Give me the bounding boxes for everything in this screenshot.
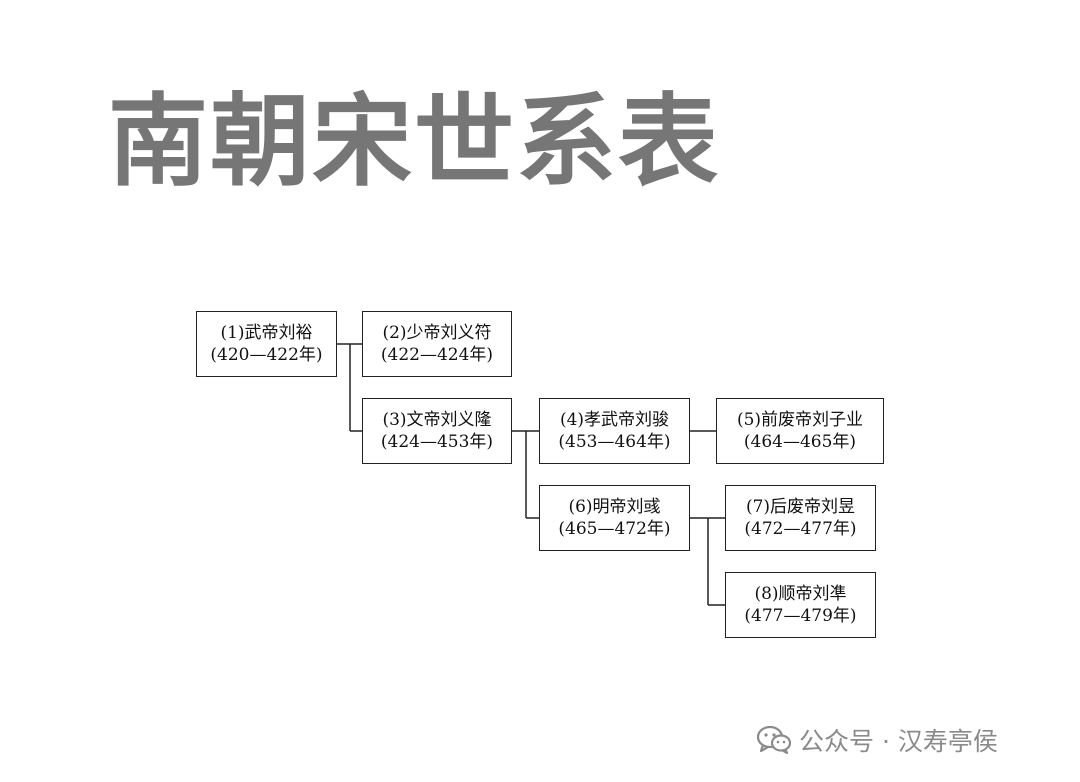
node-name: (2)少帝刘义符 [382, 323, 492, 343]
node-name: (7)后废帝刘昱 [745, 497, 856, 517]
node-years: (465—472年) [558, 519, 671, 539]
node-name: (6)明帝刘彧 [568, 497, 661, 517]
node-name: (4)孝武帝刘骏 [559, 410, 670, 430]
node-years: (424—453年) [380, 432, 494, 452]
node-name: (5)前废帝刘子业 [736, 410, 864, 430]
node-years: (422—424年) [380, 345, 494, 365]
node-mingdi-liuyu: (6)明帝刘彧 (465—472年) [539, 485, 690, 551]
node-name: (1)武帝刘裕 [220, 323, 313, 343]
watermark: 公众号 · 汉寿亭侯 [757, 722, 998, 758]
node-qianfeidi-liuziye: (5)前废帝刘子业 (464—465年) [716, 398, 884, 464]
watermark-text: 公众号 · 汉寿亭侯 [799, 727, 998, 756]
node-wendi-liuyilong: (3)文帝刘义隆 (424—453年) [362, 398, 512, 464]
node-name: (8)顺帝刘凖 [754, 584, 847, 604]
page-title: 南朝宋世系表 [108, 83, 720, 200]
node-name: (3)文帝刘义隆 [382, 410, 492, 430]
node-shundi-liuzhun: (8)顺帝刘凖 (477—479年) [725, 572, 876, 638]
node-years: (420—422年) [210, 345, 323, 365]
node-years: (464—465年) [743, 432, 857, 452]
node-years: (477—479年) [744, 606, 857, 626]
node-wudi-liuyu: (1)武帝刘裕 (420—422年) [196, 311, 337, 377]
node-shaodi-liuyifu: (2)少帝刘义符 (422—424年) [362, 311, 512, 377]
wechat-icon [757, 726, 791, 754]
node-xiaowudi-liujun: (4)孝武帝刘骏 (453—464年) [539, 398, 690, 464]
node-houfeidi-liuyu: (7)后废帝刘昱 (472—477年) [725, 485, 876, 551]
node-years: (472—477年) [744, 519, 857, 539]
node-years: (453—464年) [558, 432, 671, 452]
